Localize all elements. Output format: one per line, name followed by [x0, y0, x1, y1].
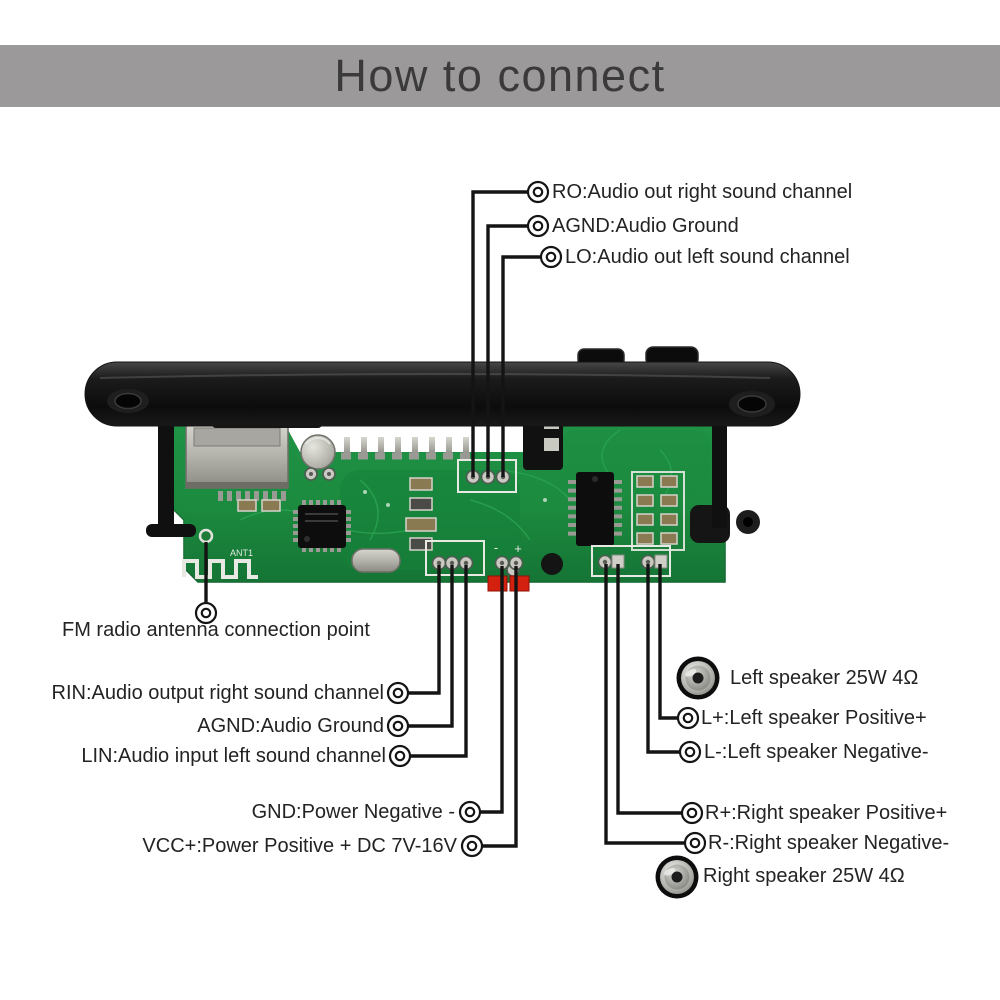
leader-line-r-minus	[604, 564, 685, 845]
label-right-speaker: Right speaker 25W 4Ω	[703, 865, 905, 887]
front-panel	[84, 346, 801, 537]
antenna-trace: ANT1	[182, 528, 258, 579]
leader-line-lo	[501, 255, 541, 477]
r-minus-terminal-marker	[683, 831, 707, 855]
screw-hole	[743, 517, 753, 527]
agnd-top-terminal-marker	[526, 214, 550, 238]
amplifier-chip	[568, 472, 622, 546]
ant-silkscreen-label: ANT1	[230, 548, 253, 558]
r-plus-terminal-marker	[680, 801, 704, 825]
via-hole	[309, 472, 313, 476]
right-screw-hole	[737, 395, 767, 413]
label-rin: RIN:Audio output right sound channel	[51, 682, 384, 704]
label-lo: LO:Audio out left sound channel	[565, 246, 850, 268]
label-vcc: VCC+:Power Positive + DC 7V-16V	[142, 835, 457, 857]
fm-terminal-marker	[194, 601, 218, 625]
right-bracket	[712, 420, 727, 528]
label-agnd-top: AGND:Audio Ground	[552, 215, 739, 237]
gnd-silkscreen-mark: -	[494, 540, 498, 555]
main-chip	[293, 500, 351, 552]
right-speaker-icon	[655, 855, 699, 899]
label-l-plus: L+:Left speaker Positive+	[701, 707, 927, 729]
label-ro: RO:Audio out right sound channel	[552, 181, 853, 203]
page-title: How to connect	[334, 50, 666, 101]
gnd-terminal-marker	[458, 800, 482, 824]
leader-line-vcc	[482, 566, 518, 848]
crystal-oscillator	[351, 548, 401, 573]
via-hole	[327, 472, 331, 476]
label-gnd: GND:Power Negative -	[251, 801, 455, 823]
smd-resistor-array	[631, 471, 685, 551]
leader-line-ro	[471, 190, 528, 477]
label-fm-antenna: FM radio antenna connection point	[62, 619, 370, 641]
ro-terminal-marker	[526, 180, 550, 204]
vcc-terminal-marker	[460, 834, 484, 858]
title-banner: How to connect	[0, 45, 1000, 107]
audio-in-pads	[425, 540, 485, 576]
leader-line-rin	[408, 565, 441, 695]
leader-lines	[204, 190, 685, 848]
leader-line-r-plus	[616, 564, 682, 815]
capacitor	[300, 434, 336, 470]
l-plus-terminal-marker	[676, 706, 700, 730]
label-l-minus: L-:Left speaker Negative-	[704, 741, 929, 763]
label-r-minus: R-:Right speaker Negative-	[708, 832, 950, 854]
label-lin: LIN:Audio input left sound channel	[81, 745, 386, 767]
label-agnd-bottom: AGND:Audio Ground	[197, 715, 384, 737]
label-left-speaker: Left speaker 25W 4Ω	[730, 667, 919, 689]
leader-line-agnd-top	[486, 224, 528, 477]
tf-card-slot	[185, 423, 289, 501]
left-bracket	[158, 415, 174, 527]
l-minus-terminal-marker	[678, 740, 702, 764]
rin-terminal-marker	[386, 681, 410, 705]
pin-header	[341, 437, 475, 460]
leader-line-l-minus	[646, 564, 680, 754]
bottom-capacitor	[541, 553, 563, 575]
left-bracket-foot	[146, 524, 196, 537]
fm-antenna-pad	[198, 528, 214, 544]
leader-line-agnd-bottom	[408, 565, 454, 728]
lin-terminal-marker	[388, 744, 412, 768]
label-r-plus: R+:Right speaker Positive+	[705, 802, 948, 824]
left-screw-hole	[114, 392, 142, 410]
pcb-board: - + ANT1	[167, 402, 760, 592]
leader-line-lin	[410, 565, 468, 758]
vcc-silkscreen-mark: +	[514, 541, 522, 556]
lo-terminal-marker	[539, 245, 563, 269]
leader-line-l-plus	[658, 564, 678, 720]
terminal-markers	[194, 180, 707, 858]
left-speaker-icon	[676, 656, 720, 700]
agnd-bottom-terminal-marker	[386, 714, 410, 738]
leader-line-gnd	[480, 566, 504, 814]
